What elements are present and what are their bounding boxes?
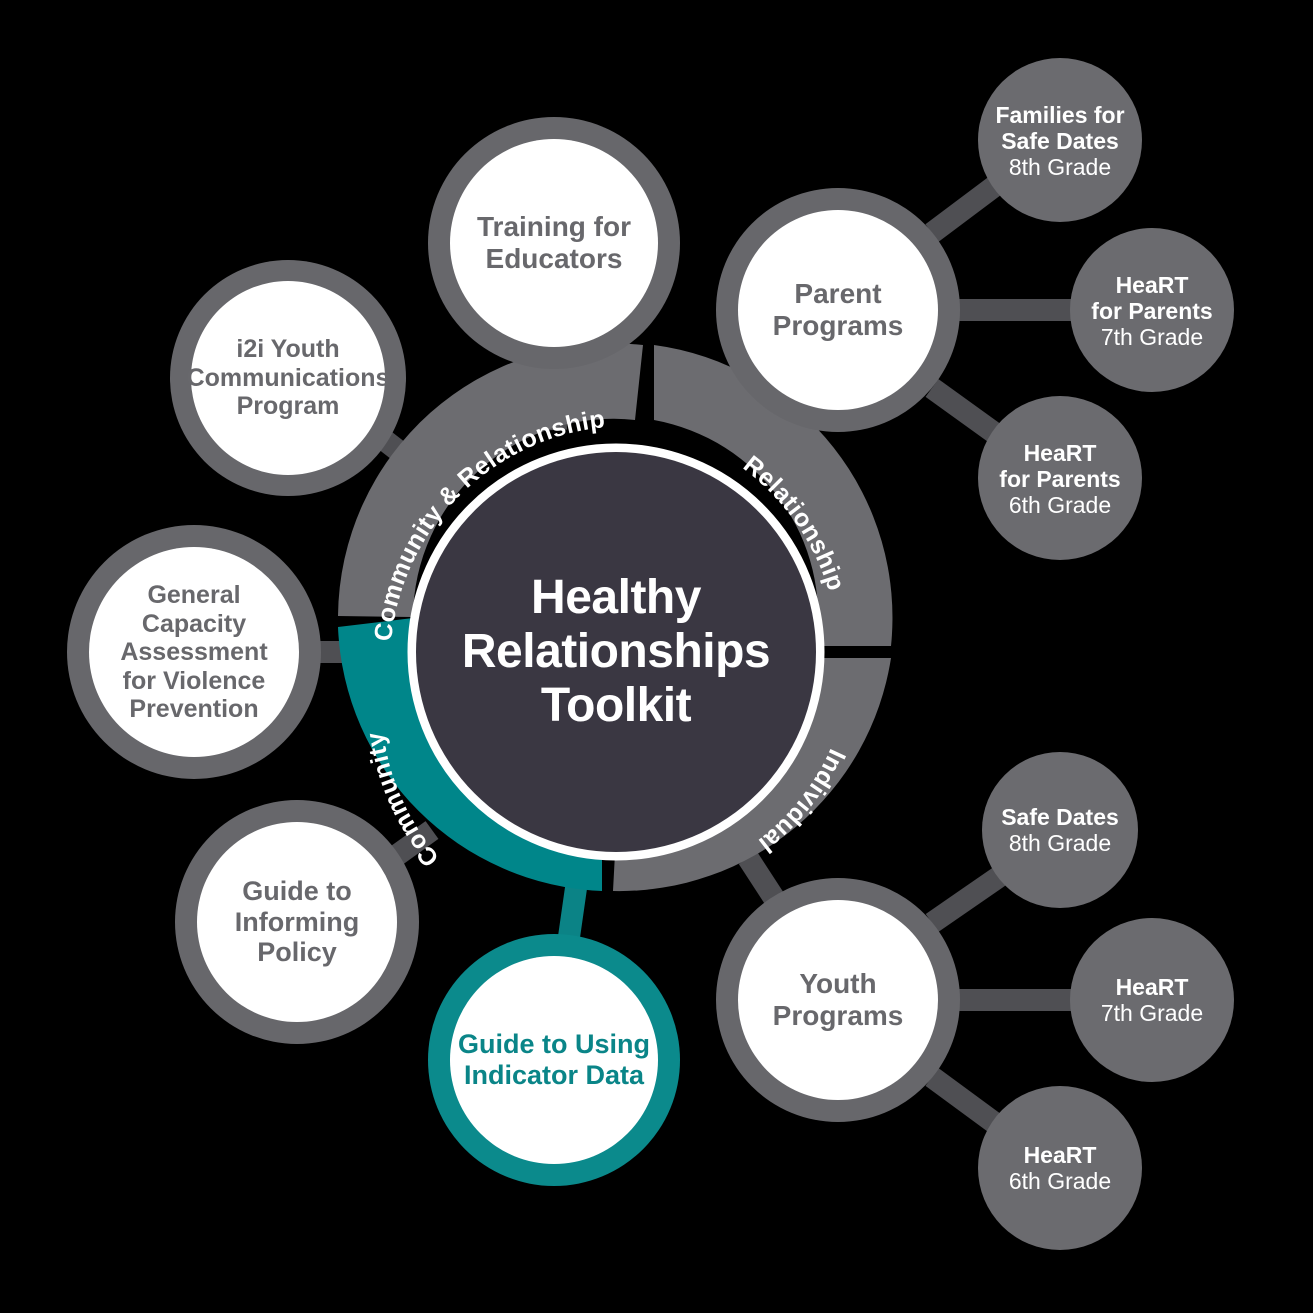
connector-ring-to-guide-to-using-indicator-data (557, 886, 587, 946)
node-training-for-educators[interactable] (428, 117, 680, 369)
leaf-node-layer (978, 58, 1234, 1250)
ring-segment-relationship[interactable] (654, 345, 893, 646)
node-parent-programs[interactable] (716, 188, 960, 432)
leaf-node-heart-7th-grade[interactable] (1070, 918, 1234, 1082)
leaf-node-families-for-safe-dates-8th-grade[interactable] (978, 58, 1142, 222)
hub-circle[interactable] (416, 452, 816, 852)
node-youth-programs[interactable] (716, 878, 960, 1122)
connector-parent-programs-to-families-for-safe-dates (925, 173, 1007, 242)
leaf-node-heart-for-parents-7th-grade[interactable] (1070, 228, 1234, 392)
connector-parent-programs-to-heart-for-parents-6th (925, 379, 1007, 446)
primary-node-layer (67, 117, 960, 1186)
node-guide-to-informing-policy[interactable] (175, 800, 419, 1044)
central-ring: Community & Relationship Relationship In… (338, 343, 893, 892)
node-i2i-youth-communications-program[interactable] (170, 260, 406, 496)
ring-inner-rim (407, 443, 825, 861)
connector-youth-programs-to-heart-6th (925, 1068, 1007, 1136)
ring-segment-community-and-relationship[interactable] (338, 343, 643, 617)
connector-ring-to-youth-programs (738, 852, 784, 904)
node-guide-to-using-indicator-data[interactable] (428, 934, 680, 1186)
connector-youth-programs-to-safe-dates-8th (925, 866, 1007, 933)
leaf-node-safe-dates-8th-grade[interactable] (982, 752, 1138, 908)
leaf-node-heart-6th-grade[interactable] (978, 1086, 1142, 1250)
leaf-node-heart-for-parents-6th-grade[interactable] (978, 396, 1142, 560)
node-general-capacity-assessment-for-violence-prevention[interactable] (67, 525, 321, 779)
